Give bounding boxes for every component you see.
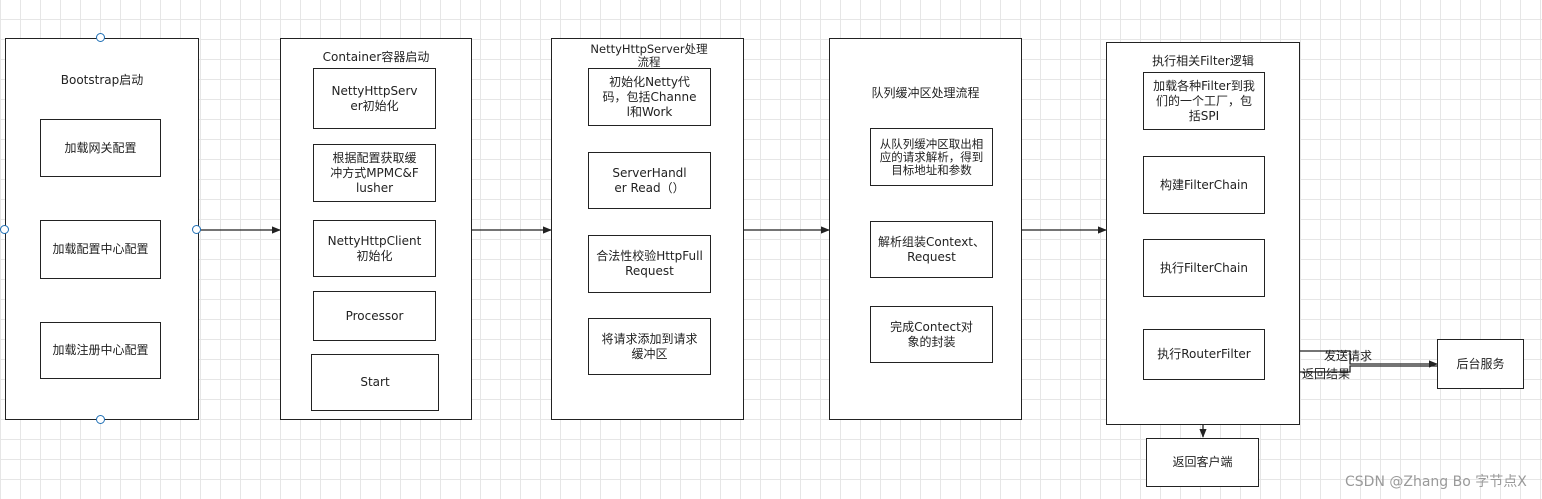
step-processor[interactable]: Processor (313, 291, 436, 341)
arrow-return-result (1264, 365, 1437, 376)
step-load-gateway-config[interactable]: 加载网关配置 (40, 119, 161, 177)
backend-service[interactable]: 后台服务 (1437, 339, 1524, 389)
step-server-handler[interactable]: ServerHandler Read（） (588, 152, 711, 209)
resize-handle-bottom[interactable] (96, 415, 105, 424)
resize-handle-right[interactable] (192, 225, 201, 234)
queue-title: 队列缓冲区处理流程 (871, 86, 980, 100)
bootstrap-title: Bootstrap启动 (60, 73, 144, 87)
resize-handle-left[interactable] (0, 225, 9, 234)
resize-handle-top[interactable] (96, 33, 105, 42)
step-load-registry-center[interactable]: 加载注册中心配置 (40, 322, 161, 379)
arrow-send-request (1264, 350, 1438, 368)
csdn-watermark: CSDN @Zhang Bo 字节点X (1345, 474, 1527, 490)
step-init-netty[interactable]: 初始化Netty代码，包括Channel和Work (588, 68, 711, 126)
step-validate-request[interactable]: 合法性校验HttpFullRequest (588, 235, 711, 293)
edge-label-return-result: 返回结果 (1302, 367, 1351, 381)
step-buffer-config[interactable]: 根据配置获取缓冲方式MPMC&Flusher (313, 144, 436, 202)
step-add-to-buffer[interactable]: 将请求添加到请求缓冲区 (588, 318, 711, 375)
step-router-filter[interactable]: 执行RouterFilter (1143, 329, 1265, 380)
step-load-config-center[interactable]: 加载配置中心配置 (40, 220, 161, 279)
step-build-filter-chain[interactable]: 构建FilterChain (1143, 156, 1265, 214)
edge-label-send-request: 发送请求 (1324, 349, 1373, 363)
step-netty-client-init[interactable]: NettyHttpClient初始化 (313, 220, 436, 277)
netty-server-title: NettyHttpServer处理流程 (590, 42, 708, 69)
step-build-context[interactable]: 解析组装Context、Request (870, 221, 993, 278)
step-context-done[interactable]: 完成Contect对象的封装 (870, 306, 993, 363)
step-run-filter-chain[interactable]: 执行FilterChain (1143, 239, 1265, 297)
step-load-filters[interactable]: 加载各种Filter到我们的一个工厂，包括SPI (1143, 72, 1265, 130)
step-dequeue-parse[interactable]: 从队列缓冲区取出相应的请求解析，得到目标地址和参数 (870, 128, 993, 186)
container-title: Container容器启动 (322, 50, 430, 64)
step-netty-server-init[interactable]: NettyHttpServer初始化 (313, 68, 436, 129)
step-start[interactable]: Start (311, 354, 439, 411)
return-to-client[interactable]: 返回客户端 (1146, 438, 1259, 487)
filter-title: 执行相关Filter逻辑 (1152, 54, 1254, 68)
